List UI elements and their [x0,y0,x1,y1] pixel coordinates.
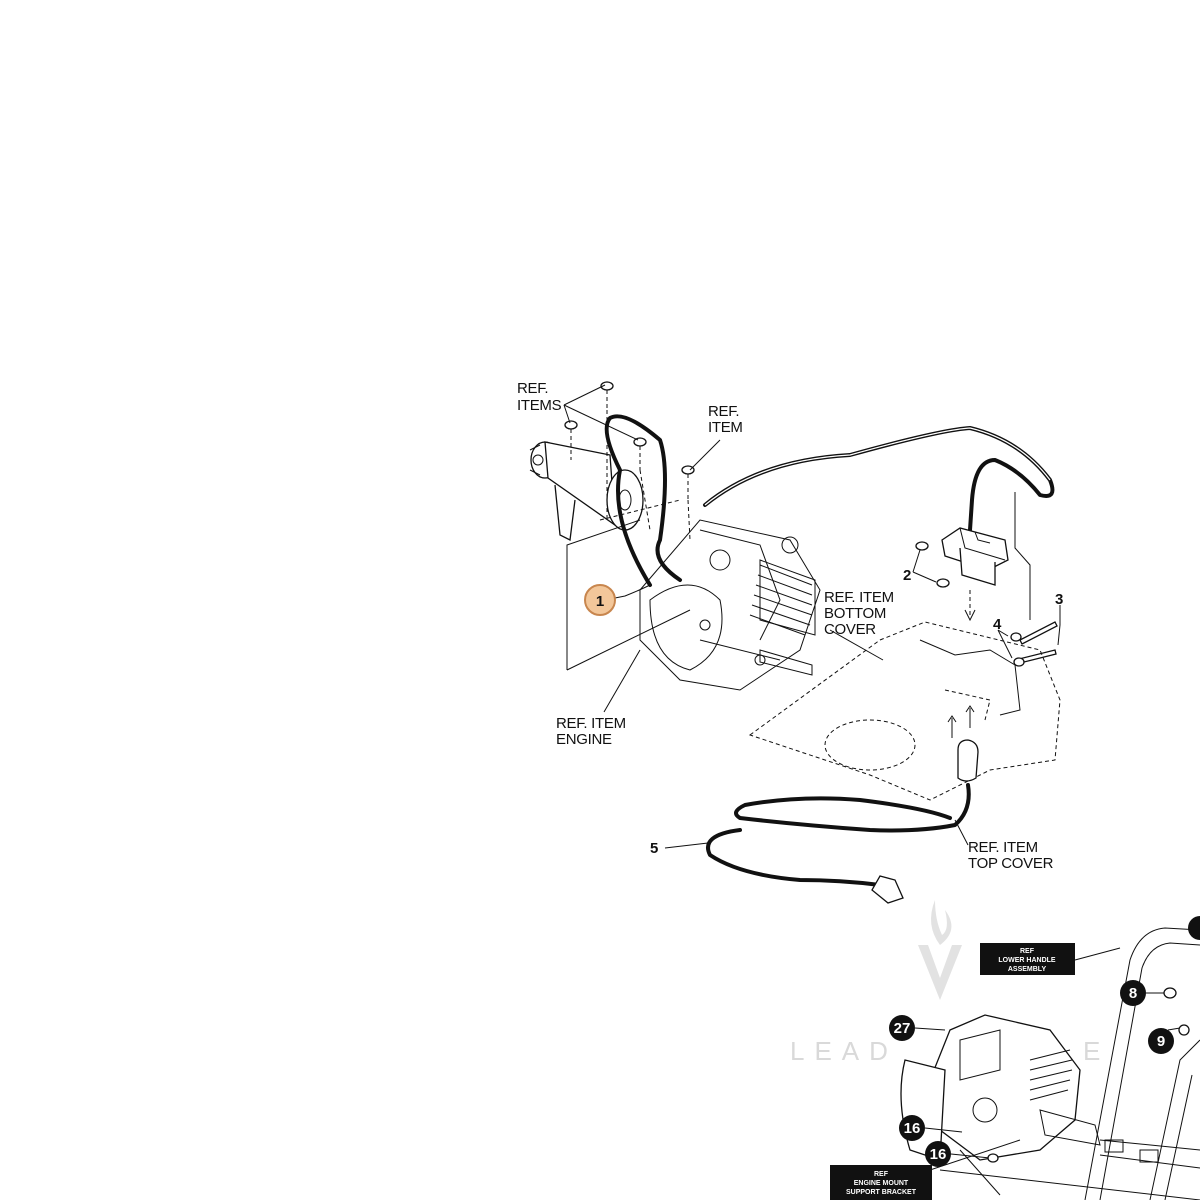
watermark-text: LEAD [790,1036,898,1066]
callout-2[interactable]: 2 [903,567,911,584]
leader-lines [563,384,884,713]
ref-item-engine-label-line2: ENGINE [556,731,612,748]
bubble-27-leader [914,1027,946,1031]
ignition-module [941,492,1031,622]
ref-item-bottom-cover-label-line3: COVER [824,621,876,638]
starter-motor-assembly [529,441,644,541]
ref-item-bottom-cover-label-line1: REF. ITEM [824,589,894,606]
bubble-27[interactable]: 27 [889,1015,915,1041]
washer-icon [1178,1024,1190,1036]
lower-handle-box-line3: ASSEMBLY [1008,966,1047,973]
wire-harness [604,414,1055,587]
screw-icon [987,1153,999,1163]
bubble-27-label: 27 [894,1020,911,1037]
bubble-16-upper-label: 16 [904,1120,921,1137]
screw-icon [681,465,695,500]
watermark-text-tail: E [1083,1036,1110,1066]
screw-icon [633,437,647,470]
nut-icons [912,541,950,588]
engine-mount-support-bracket-box: REF ENGINE MOUNT SUPPORT BRACKET [830,1165,932,1200]
bubble-16-lower-label: 16 [930,1146,947,1163]
engine-mount-box-line1: REF [874,1171,889,1178]
bolt-icons [997,605,1061,667]
engine-mount-box-line3: SUPPORT BRACKET [846,1189,917,1196]
bubble-8-label: 8 [1129,985,1137,1002]
callout-1: 1 [596,593,604,610]
ref-items-label-line2: ITEMS [517,397,562,414]
lower-handle-assembly-box: REF LOWER HANDLE ASSEMBLY [980,943,1075,975]
bubble-partial-edge [1188,916,1200,940]
bubble-16-upper-leader [924,1127,963,1133]
bubble-8[interactable]: 8 [1120,980,1146,1006]
callout-4[interactable]: 4 [993,616,1002,633]
watermark-logo [918,900,962,1000]
bubble-9-label: 9 [1157,1033,1165,1050]
callout-1-highlight[interactable]: 1 [584,584,616,616]
lower-handle-assembly-frame [1074,927,1200,1200]
callout-5[interactable]: 5 [650,840,658,857]
ref-items-label-line1: REF. [517,380,548,397]
nut-icon [1163,987,1177,999]
bubble-16-upper[interactable]: 16 [899,1115,925,1141]
bubble-9[interactable]: 9 [1148,1028,1174,1054]
assembly-guide-lines [599,410,691,541]
screw-icon [600,381,614,410]
ref-item-engine-label-line1: REF. ITEM [556,715,626,732]
ref-screws [564,381,695,500]
lower-handle-box-line2: LOWER HANDLE [998,957,1055,964]
bottom-cover-ref-item [748,621,1061,801]
ref-item-top-cover-label-line2: TOP COVER [968,855,1054,872]
cylinder-fins [749,559,816,636]
plug-connector [947,705,979,782]
engine-mount-box-line2: ENGINE MOUNT [854,1180,909,1187]
ref-item-bottom-cover-label-line2: BOTTOM [824,605,886,622]
engine-ref-item [639,519,821,691]
lower-cable [664,783,971,904]
screw-icon [564,420,578,460]
ref-item-top-cover-label-line1: REF. ITEM [968,839,1038,856]
lower-handle-box-line1: REF [1020,948,1035,955]
callout-3[interactable]: 3 [1055,591,1063,608]
bubble-9-leader [1167,1027,1181,1031]
bubble-16-lower-leader [950,1153,991,1159]
ref-item-label-line1: REF. [708,403,739,420]
bubble-16-lower[interactable]: 16 [925,1141,951,1167]
ref-item-label-line2: ITEM [708,419,743,436]
